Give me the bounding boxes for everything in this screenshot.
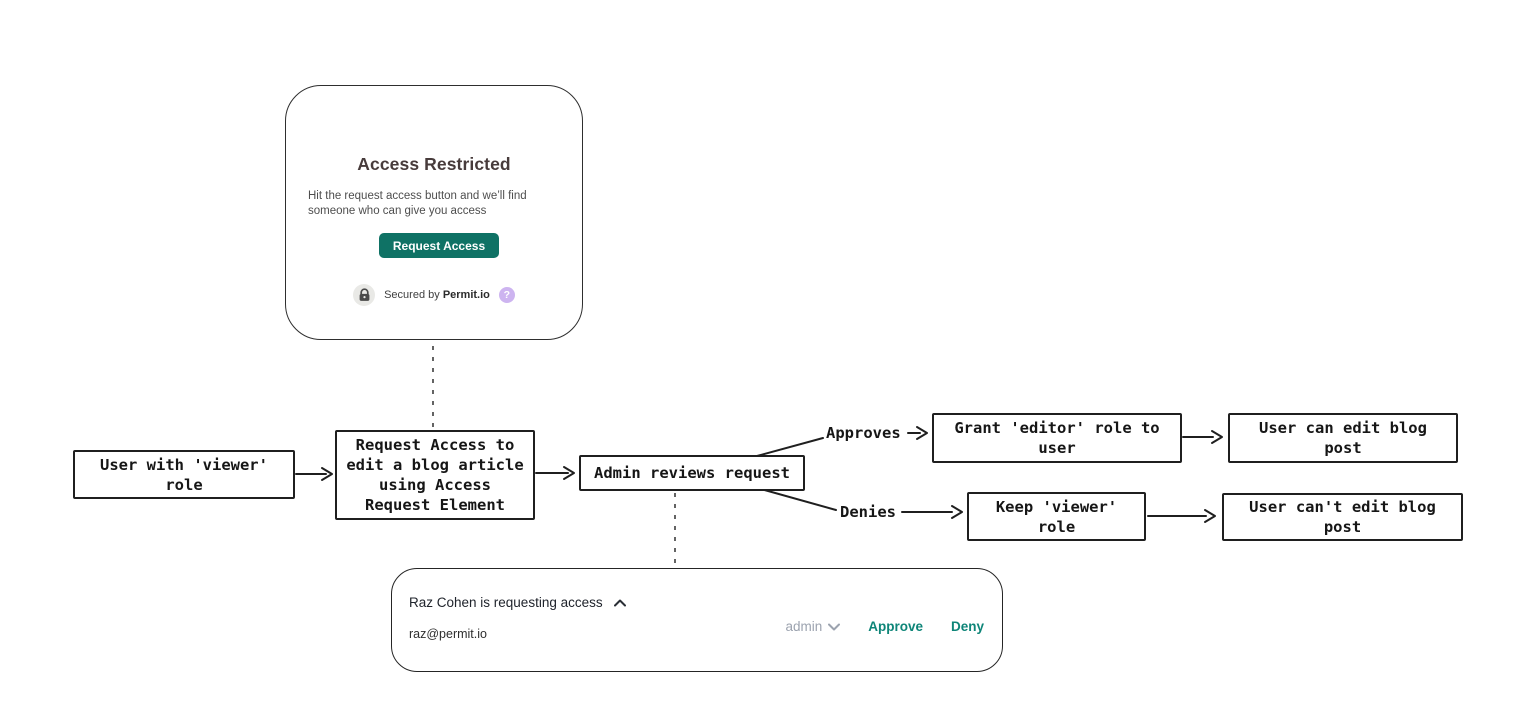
secured-by-brand: Permit.io (442, 289, 490, 301)
request-header-row[interactable]: Raz Cohen is requesting access (409, 595, 626, 610)
edge-request-to-admin-arrowhead (563, 466, 575, 480)
node-user-cant-edit: User can't edit blog post (1222, 493, 1463, 541)
edge-grant-to-canedit-arrowhead (1211, 430, 1223, 444)
edge-admin-to-approves (756, 437, 824, 457)
lock-icon (353, 284, 376, 306)
role-dropdown-value: admin (785, 619, 823, 634)
edge-label-denies: Denies (840, 503, 896, 521)
request-access-button-label: Request Access (392, 238, 486, 253)
node-admin-reviews-request: Admin reviews request (579, 455, 805, 491)
edge-keep-to-cantedit-arrowhead (1204, 509, 1216, 523)
approval-request-card: Raz Cohen is requesting access raz@permi… (391, 568, 1003, 672)
question-mark-icon[interactable]: ? (498, 287, 515, 303)
secured-by-text: Secured by Permit.io (384, 289, 490, 301)
edge-admin-to-denies (760, 488, 837, 511)
request-controls: admin Approve Deny (785, 619, 984, 634)
chevron-down-icon (828, 623, 841, 630)
edge-denies-arrowhead (951, 505, 963, 519)
secured-by-row: Secured by Permit.io ? (286, 284, 582, 306)
requester-email: raz@permit.io (409, 627, 487, 641)
approve-button[interactable]: Approve (868, 619, 923, 634)
deny-button[interactable]: Deny (950, 619, 984, 634)
request-access-button[interactable]: Request Access (379, 233, 499, 258)
access-card-description: Hit the request access button and we’ll … (308, 190, 527, 217)
node-grant-editor-role: Grant 'editor' role to user (932, 413, 1182, 463)
node-request-access-element: Request Access to edit a blog article us… (335, 430, 535, 520)
node-user-with-viewer-role: User with 'viewer' role (73, 450, 295, 499)
role-dropdown[interactable]: admin (785, 619, 841, 634)
edge-label-approves: Approves (826, 424, 901, 442)
access-card-title: Access Restricted (357, 154, 511, 174)
request-header-text: Raz Cohen is requesting access (409, 595, 603, 610)
edge-approves-arrowhead (916, 426, 928, 440)
access-restricted-card: Access Restricted Hit the request access… (285, 85, 583, 340)
node-keep-viewer-role: Keep 'viewer' role (967, 492, 1146, 541)
chevron-up-icon[interactable] (613, 599, 626, 607)
secured-by-prefix: Secured by (384, 289, 440, 301)
node-user-can-edit: User can edit blog post (1228, 413, 1458, 463)
edge-user-to-request-arrowhead (321, 467, 333, 481)
